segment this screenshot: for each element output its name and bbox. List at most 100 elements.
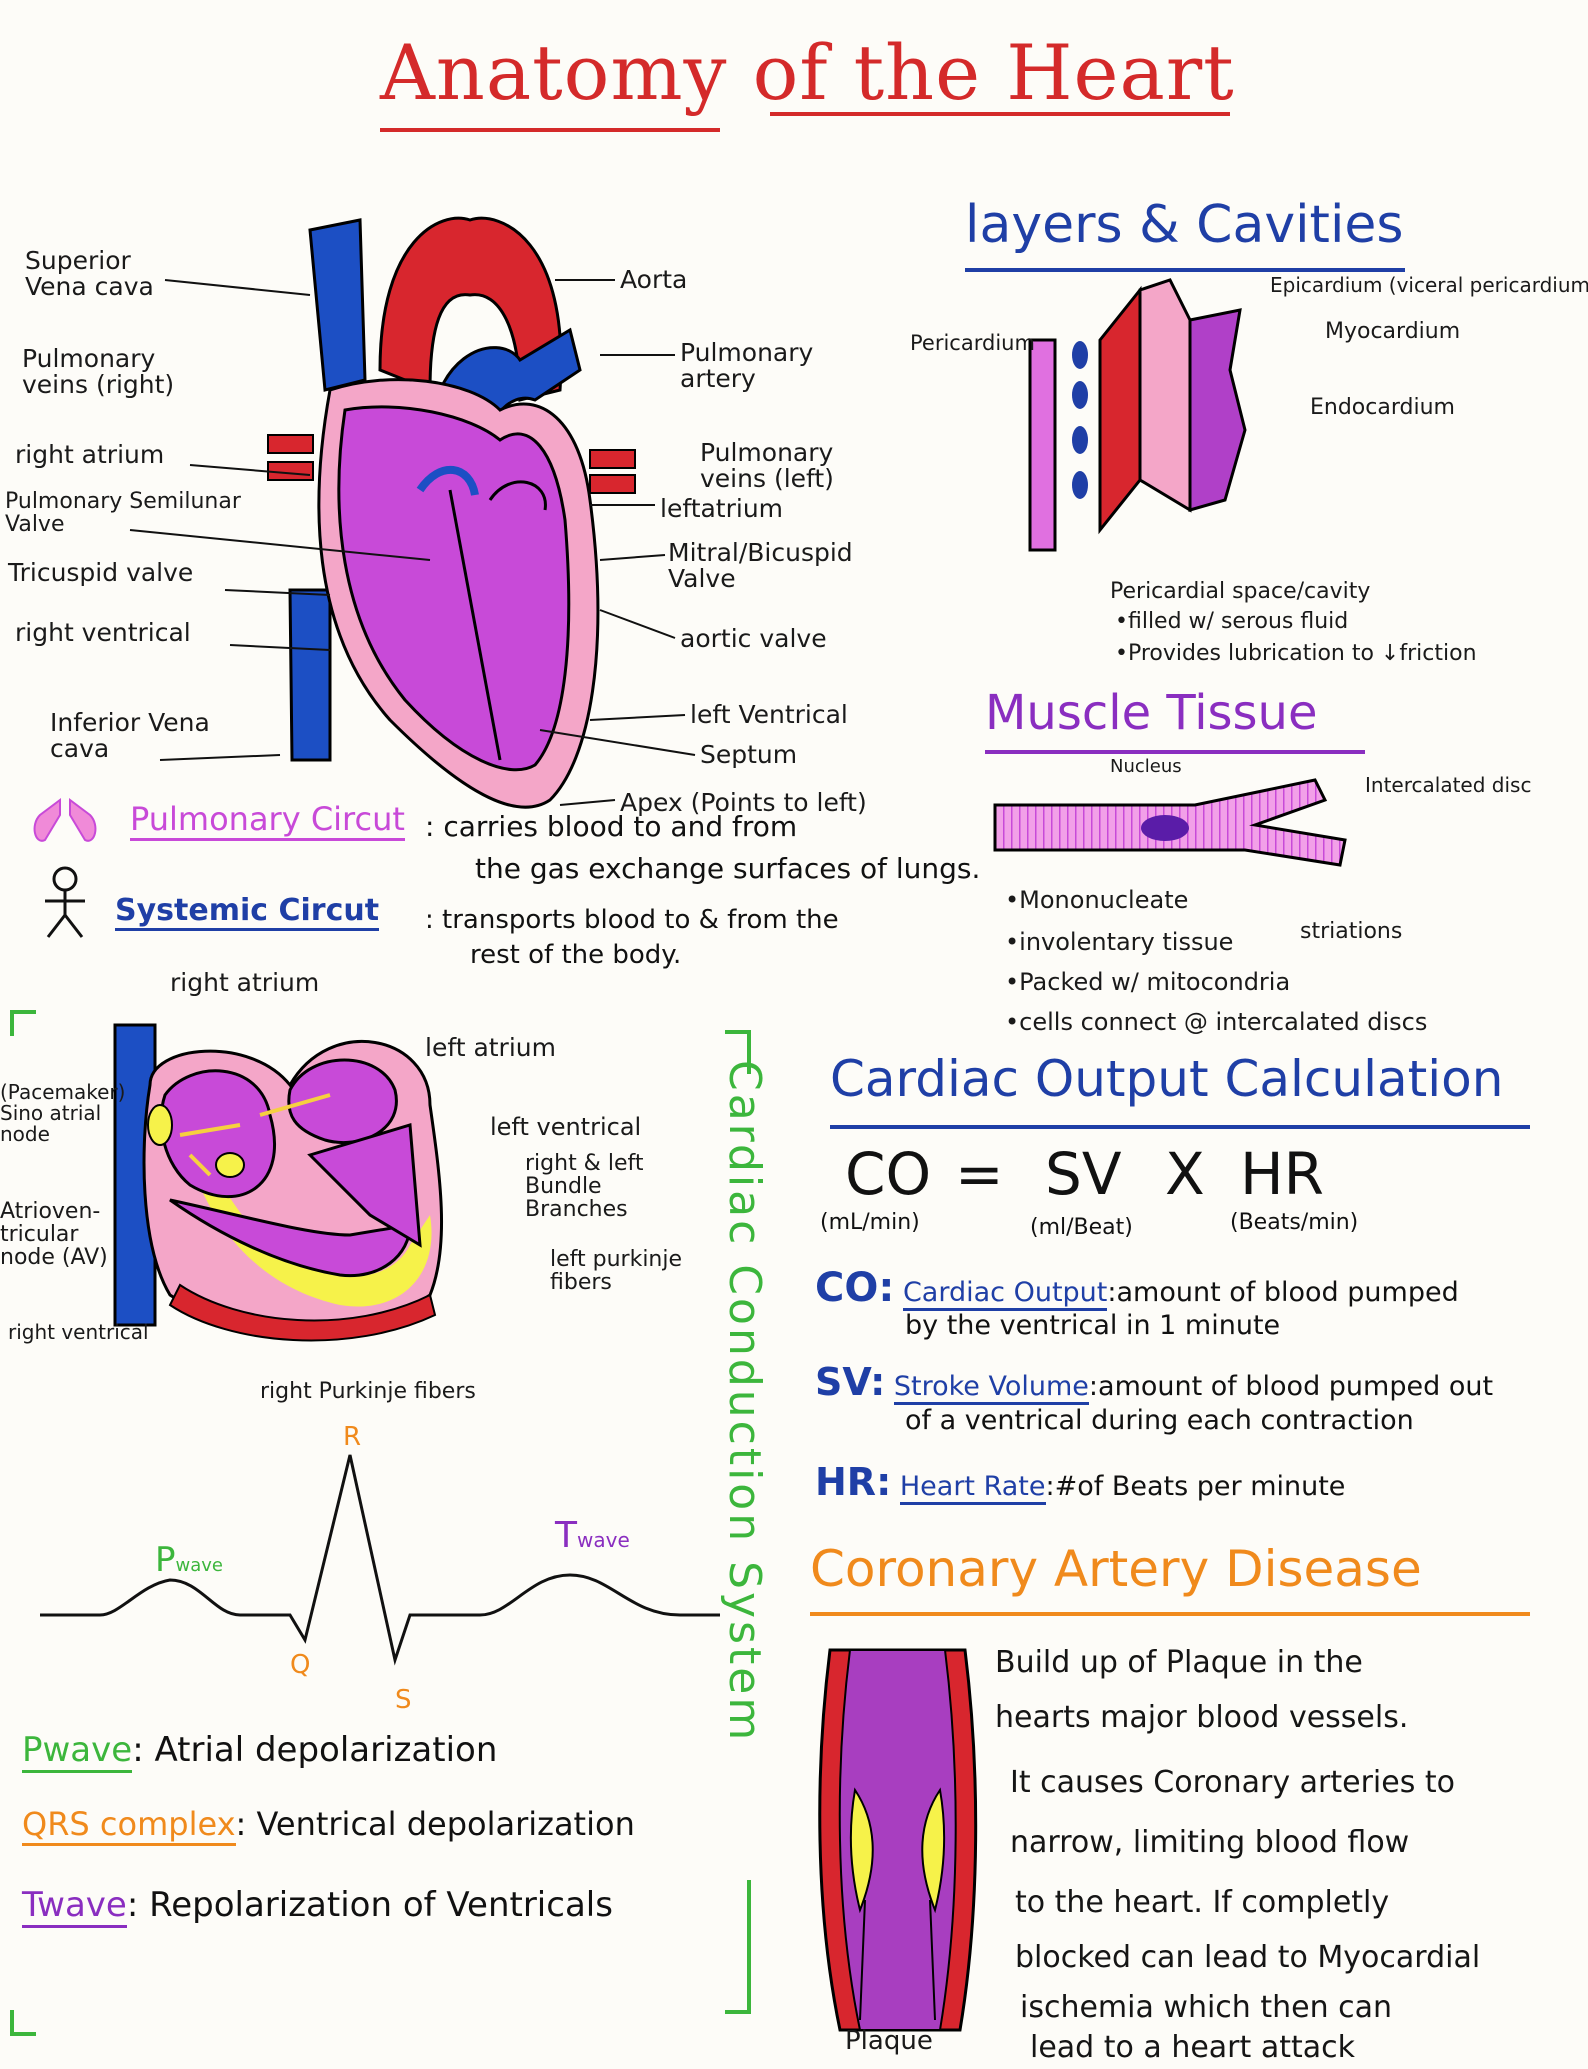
ecg-def-pwave-term: Pwave — [22, 1730, 133, 1773]
layers-underline — [965, 268, 1405, 272]
label-cond-right-ventrical: right ventrical — [8, 1320, 149, 1344]
pericardial-space-bullet-2: •Provides lubrication to ↓friction — [1115, 641, 1477, 666]
valve-ring-1 — [416, 466, 479, 496]
label-epicardium: Epicardium (viceral pericardium) — [1270, 273, 1588, 297]
label-intercalated-disc: Intercalated disc — [1365, 773, 1532, 797]
pulmonary-circuit-text: : carries blood to and from — [425, 810, 798, 843]
cad-line-8: lead to a heart attack — [1030, 2030, 1355, 2065]
sv-def-line-2: of a ventrical during each contraction — [905, 1405, 1414, 1436]
label-pulmonary-semilunar-valve: Pulmonary Semilunar Valve — [5, 489, 241, 538]
cad-line-5: to the heart. If completly — [1015, 1885, 1390, 1920]
ecg-t-label: Twave — [555, 1515, 630, 1556]
label-endocardium: Endocardium — [1310, 395, 1455, 420]
pericardial-space-bullet-1: •filled w/ serous fluid — [1115, 609, 1349, 634]
label-cond-pacemaker: (Pacemaker) Sino atrial node — [0, 1080, 126, 1146]
label-striations: striations — [1300, 919, 1403, 944]
hr-def-term: Heart Rate — [899, 1471, 1046, 1505]
label-aortic-valve: aortic valve — [680, 624, 827, 653]
sv-def: SV: Stroke Volume:amount of blood pumped… — [815, 1360, 1494, 1405]
co-def: CO: Cardiac Output:amount of blood pumpe… — [815, 1265, 1459, 1311]
artery-plaque-diagram — [818, 1648, 978, 2032]
cad-heading: Coronary Artery Disease — [810, 1540, 1422, 1598]
co-def-line-2: by the ventrical in 1 minute — [905, 1310, 1281, 1341]
ecg-def-pwave-text: Atrial depolarization — [154, 1730, 498, 1770]
label-pulmonary-veins-right: Pulmonary veins (right) — [22, 344, 175, 400]
heart-diagram — [267, 216, 636, 809]
label-aorta: Aorta — [620, 265, 688, 294]
cardiac-output-heading: Cardiac Output Calculation — [830, 1050, 1504, 1108]
ecg-def-qrs-term: QRS complex — [22, 1805, 236, 1846]
lungs-icon — [33, 798, 97, 842]
systemic-circuit-text-2: rest of the body. — [470, 940, 682, 970]
systemic-circuit-text: : transports blood to & from the — [425, 905, 839, 935]
ecg-def-qrs: QRS complex: Ventrical depolarization — [22, 1805, 635, 1846]
hr-def: HR: Heart Rate:#of Beats per minute — [815, 1460, 1346, 1505]
label-cond-bundle-branches: right & left Bundle Branches — [525, 1151, 644, 1223]
muscle-tissue-diagram — [993, 778, 1347, 867]
cad-line-3: It causes Coronary arteries to — [1010, 1765, 1455, 1800]
label-superior-vena-cava: Superior Vena cava — [25, 246, 154, 302]
label-nucleus: Nucleus — [1110, 756, 1182, 777]
label-pericardial-space: Pericardial space/cavity — [1110, 579, 1371, 604]
ecg-s-label: S — [395, 1685, 412, 1715]
ecg-def-qrs-text: Ventrical depolarization — [256, 1805, 635, 1843]
cardiac-output-underline — [830, 1125, 1530, 1129]
ecg-def-twave: Twave: Repolarization of Ventricals — [22, 1885, 613, 1928]
ecg-waveform — [40, 1454, 720, 1666]
pulmonary-circuit-text-2: the gas exchange surfaces of lungs. — [475, 852, 981, 885]
conduction-bracket-top — [10, 1010, 36, 1036]
formula-x: X — [1165, 1140, 1205, 1208]
conduction-bracket-bottom — [10, 2010, 36, 2036]
cad-line-6: blocked can lead to Myocardial — [1015, 1940, 1481, 1975]
label-cond-left-purkinje: left purkinje fibers — [550, 1247, 683, 1296]
superior-vena-cava-shape — [308, 218, 367, 392]
muscle-fact-2: •involentary tissue — [1005, 928, 1234, 956]
cad-line-2: hearts major blood vessels. — [995, 1700, 1409, 1735]
label-cond-left-ventrical: left ventrical — [490, 1113, 642, 1141]
title-underline-right — [770, 112, 1230, 116]
label-apex: Apex (Points to left) — [620, 788, 867, 817]
formula-hr: HR — [1240, 1140, 1324, 1208]
sv-def-term: Stroke Volume — [893, 1371, 1089, 1405]
formula-co: CO — [845, 1140, 932, 1208]
label-tricuspid-valve: Tricuspid valve — [8, 558, 194, 587]
muscle-fact-1: •Mononucleate — [1005, 886, 1189, 914]
label-cond-right-atrium: right atrium — [170, 968, 320, 997]
label-mitral-valve: Mitral/Bicuspid Valve — [668, 538, 853, 594]
formula-eq: = — [955, 1140, 1004, 1208]
label-cond-left-atrium: left atrium — [425, 1033, 556, 1062]
systemic-circuit-label: Systemic Circut — [115, 893, 380, 931]
ecg-def-twave-text: Repolarization of Ventricals — [149, 1885, 613, 1925]
ecg-r-label: R — [343, 1422, 362, 1452]
person-icon — [45, 866, 85, 938]
label-left-atrium: leftatrium — [660, 494, 784, 523]
conduction-side-title: Cardiac Conduction System — [719, 1060, 770, 1744]
cad-line-7: ischemia which then can — [1020, 1990, 1393, 2025]
muscle-underline — [985, 750, 1365, 754]
label-pericardium: Pericardium — [910, 331, 1035, 355]
page-title: Anatomy of the Heart — [380, 28, 1235, 117]
label-cond-av-node: Atrioven- tricular node (AV) — [0, 1199, 108, 1271]
inferior-vena-cava-shape — [288, 588, 332, 762]
ecg-def-twave-term: Twave — [22, 1885, 127, 1928]
co-def-term: Cardiac Output — [902, 1277, 1108, 1311]
label-right-atrium: right atrium — [15, 440, 165, 469]
ecg-def-pwave: Pwave: Atrial depolarization — [22, 1730, 498, 1773]
muscle-fact-3: •Packed w/ mitocondria — [1005, 968, 1291, 996]
layers-heading: layers & Cavities — [965, 195, 1404, 255]
conduction-bracket-right-top — [725, 1030, 751, 1074]
muscle-heading: Muscle Tissue — [985, 685, 1318, 741]
cad-line-1: Build up of Plaque in the — [995, 1645, 1363, 1680]
label-pulmonary-artery: Pulmonary artery — [680, 338, 814, 394]
cad-underline — [810, 1612, 1530, 1616]
label-cond-right-purkinje: right Purkinje fibers — [260, 1379, 476, 1404]
label-plaque: Plaque — [845, 2026, 933, 2056]
conduction-bracket-right-bottom — [725, 1880, 751, 2014]
unit-co: (mL/min) — [820, 1210, 920, 1235]
label-left-ventrical: left Ventrical — [690, 700, 848, 729]
muscle-fact-4: •cells connect @ intercalated discs — [1005, 1008, 1428, 1036]
pulmonary-circuit-label: Pulmonary Circut — [130, 800, 405, 841]
valve-ring-2 — [488, 480, 547, 511]
title-underline-left — [380, 128, 720, 132]
unit-hr: (Beats/min) — [1230, 1210, 1359, 1235]
